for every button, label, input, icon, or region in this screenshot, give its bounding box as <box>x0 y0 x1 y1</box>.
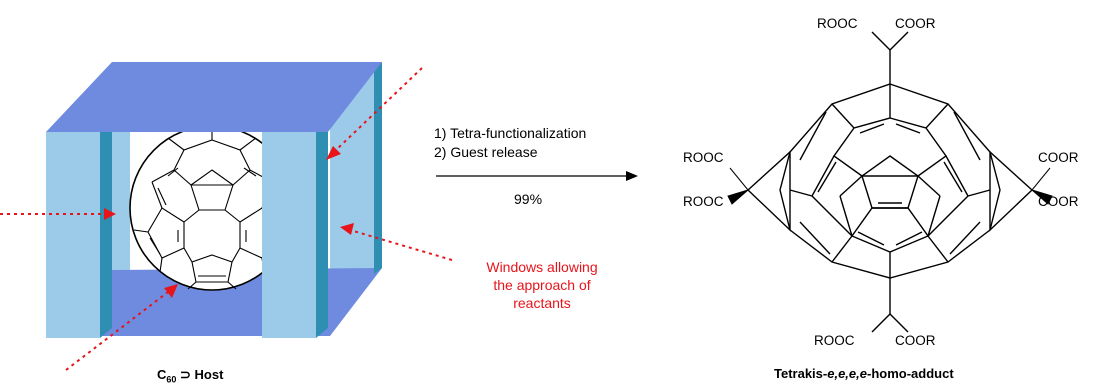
annotation-line-2: the approach of <box>493 277 591 293</box>
condition-1: 1) Tetra-functionalization <box>434 125 587 141</box>
annotation-line-3: reactants <box>513 295 571 311</box>
group-bottom-left: ROOC <box>814 333 855 348</box>
windows-annotation: Windows allowing the approach of reactan… <box>442 258 642 312</box>
host-label: C60 ⊃ Host <box>157 367 224 385</box>
back-pillar-left <box>112 110 130 306</box>
front-pillar-right-side <box>316 120 328 338</box>
group-right-lower: COOR <box>1038 194 1079 209</box>
front-pillar-left-face <box>46 132 100 338</box>
group-left-lower: ROOC <box>683 194 724 209</box>
condition-2: 2) Guest release <box>434 144 538 160</box>
front-pillar-left-side <box>100 120 112 338</box>
approach-arrows <box>0 67 453 371</box>
product-label: Tetrakis-e,e,e,e-homo-adduct <box>774 366 954 381</box>
group-right-upper: COOR <box>1038 150 1079 165</box>
back-pillar-right-edge <box>374 62 382 274</box>
group-top-right: COOR <box>895 16 936 31</box>
box-roof <box>46 62 382 132</box>
yield-label: 99% <box>514 191 543 207</box>
annotation-line-1: Windows allowing <box>486 259 598 275</box>
group-bottom-right: COOR <box>895 333 936 348</box>
front-pillar-right-face <box>262 132 316 338</box>
group-top-left: ROOC <box>817 16 858 31</box>
group-left-upper: ROOC <box>683 150 724 165</box>
back-pillar-right <box>330 62 382 300</box>
